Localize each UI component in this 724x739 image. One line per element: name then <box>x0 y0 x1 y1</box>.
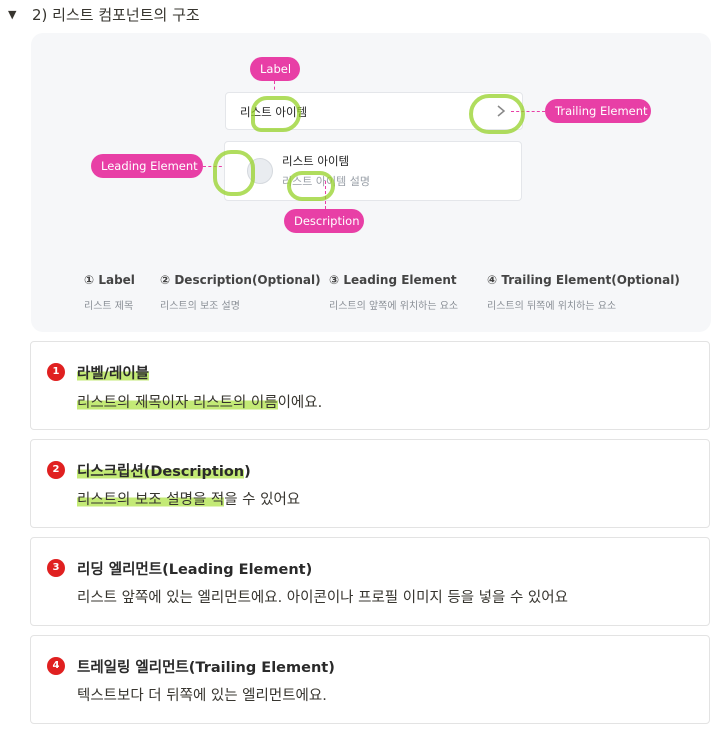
legend-title: ③ Leading Element <box>329 273 457 287</box>
label-connector <box>274 81 275 101</box>
label-pill: Label <box>250 57 300 81</box>
trailing-connector <box>511 111 545 112</box>
item-description: 리스트의 보조 설명을 적을 수 있어요 <box>77 488 300 509</box>
item-card-2: 2 디스크립션(Description) 리스트의 보조 설명을 적을 수 있어… <box>30 439 710 528</box>
legend-label: ① Label 리스트 제목 <box>84 273 135 312</box>
number-badge: 3 <box>47 559 65 577</box>
description-pill: Description <box>284 209 364 233</box>
legend-title: ① Label <box>84 273 135 287</box>
item-desc-highlight: 리스트의 제목이자 리스트의 이름 <box>77 395 278 411</box>
item-description: 리스트의 제목이자 리스트의 이름이에요. <box>77 391 322 412</box>
item-description: 리스트 앞쪽에 있는 엘리먼트에요. 아이콘이나 프로필 이미지 등을 넣을 수… <box>77 586 568 607</box>
item-title: 디스크립션(Description) <box>77 460 251 481</box>
legend-sub: 리스트 제목 <box>84 301 134 312</box>
card2-label: 리스트 아이템 <box>282 154 350 168</box>
trailing-element-pill: Trailing Element <box>545 99 651 123</box>
item-description: 텍스트보다 더 뒤쪽에 있는 엘리먼트에요. <box>77 684 327 705</box>
item-desc-rest: 리스트 앞쪽에 있는 엘리먼트에요. 아이콘이나 프로필 이미지 등을 넣을 수… <box>77 590 568 606</box>
toggle-arrow-icon[interactable]: ▼ <box>8 8 17 21</box>
item-title-rest: 트레일링 엘리먼트(Trailing Element) <box>77 660 335 676</box>
chevron-right-icon <box>497 105 506 117</box>
legend-trailing: ④ Trailing Element(Optional) 리스트의 뒤쪽에 위치… <box>487 273 680 312</box>
structure-figure: Label 리스트 아이템 Trailing Element Leading E… <box>31 33 711 332</box>
legend-title: ④ Trailing Element(Optional) <box>487 273 680 287</box>
annotation-mark-leading <box>213 150 255 196</box>
item-desc-highlight: 리스트의 보조 설명을 적 <box>77 492 225 508</box>
number-badge: 1 <box>47 363 65 381</box>
list-item-card-2: 리스트 아이템 리스트 아이템 설명 <box>224 141 522 201</box>
item-card-1: 1 라벨/레이블 리스트의 제목이자 리스트의 이름이에요. <box>30 341 710 430</box>
annotation-mark-trailing <box>469 94 525 134</box>
item-title: 리딩 엘리먼트(Leading Element) <box>77 558 312 579</box>
item-title: 트레일링 엘리먼트(Trailing Element) <box>77 656 335 677</box>
toggle-title: 2) 리스트 컴포넌트의 구조 <box>32 6 200 24</box>
legend-description: ② Description(Optional) 리스트의 보조 설명 <box>160 273 321 312</box>
number-badge: 2 <box>47 461 65 479</box>
annotation-mark-label <box>251 96 301 132</box>
leading-element-pill: Leading Element <box>91 154 203 178</box>
legend-sub: 리스트의 보조 설명 <box>160 301 240 312</box>
legend-title: ② Description(Optional) <box>160 273 321 287</box>
item-title-rest: ) <box>244 464 251 480</box>
item-title-rest: 리딩 엘리먼트(Leading Element) <box>77 562 313 578</box>
toggle-heading[interactable]: ▼ 2) 리스트 컴포넌트의 구조 <box>8 4 200 25</box>
legend-sub: 리스트의 뒤쪽에 위치하는 요소 <box>487 301 617 312</box>
legend-leading: ③ Leading Element 리스트의 앞쪽에 위치하는 요소 <box>329 273 458 312</box>
number-badge: 4 <box>47 657 65 675</box>
item-desc-rest: 이에요. <box>277 395 323 411</box>
legend-sub: 리스트의 앞쪽에 위치하는 요소 <box>329 301 459 312</box>
item-card-3: 3 리딩 엘리먼트(Leading Element) 리스트 앞쪽에 있는 엘리… <box>30 537 710 626</box>
item-desc-rest: 을 수 있어요 <box>224 492 301 508</box>
annotation-mark-description <box>287 171 335 201</box>
item-card-4: 4 트레일링 엘리먼트(Trailing Element) 텍스트보다 더 뒤쪽… <box>30 635 710 724</box>
item-title-highlight: 디스크립션(Description <box>77 464 245 480</box>
item-title-highlight: 라벨/레이블 <box>77 366 149 382</box>
item-title: 라벨/레이블 <box>77 362 149 383</box>
item-desc-rest: 텍스트보다 더 뒤쪽에 있는 엘리먼트에요. <box>77 688 327 704</box>
